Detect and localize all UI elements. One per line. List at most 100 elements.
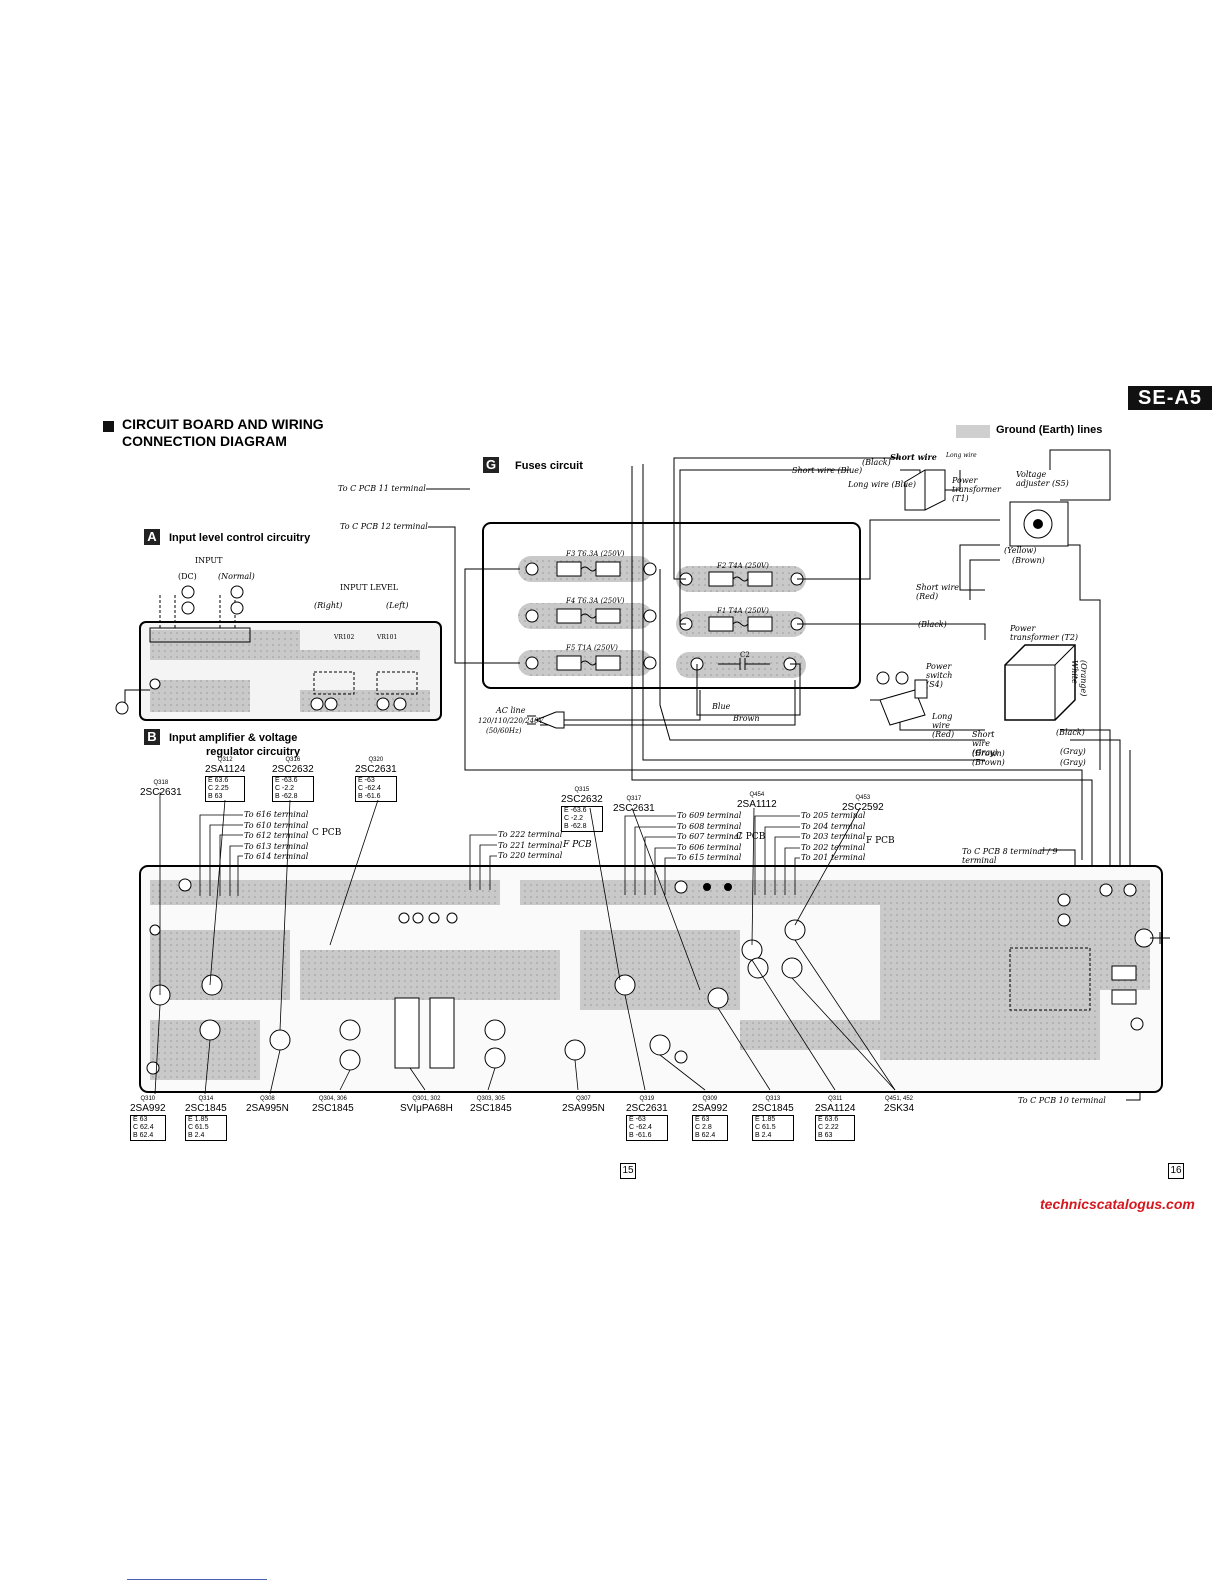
footer-divider	[127, 1579, 267, 1580]
orange-white-label: (Orange) White	[1070, 660, 1088, 697]
short-wire-label: Short wire	[890, 452, 937, 462]
ground-legend-swatch	[956, 425, 990, 438]
section-a-label: Input level control circuitry	[169, 532, 311, 544]
short-wire-red-label: Short wire (Red)	[916, 583, 959, 601]
dc-label: (DC)	[178, 572, 197, 581]
terminal-label: To 608 terminal	[677, 821, 742, 831]
terminal-group-4-pcb: F PCB	[866, 836, 895, 846]
vr101-label: VR101	[377, 634, 398, 641]
terminal-label: To 610 terminal	[244, 820, 309, 830]
power-transformer-t2	[1004, 644, 1076, 721]
to-c-pcb-8-9: To C PCB 8 terminal / 9 terminal	[962, 847, 1058, 865]
terminal-label: To 616 terminal	[244, 810, 309, 819]
power-transformer-t1-label: Power transformer (T1)	[952, 476, 1001, 503]
fuse-f2-label: F2 T4A (250V)	[717, 562, 769, 570]
terminal-label: To 203 terminal	[801, 832, 866, 841]
terminal-label: To 615 terminal	[677, 853, 742, 862]
brown-wire-label-2: (Brown)	[972, 749, 1005, 758]
vr102-label: VR102	[334, 634, 355, 641]
page-number-left: 15	[620, 1163, 636, 1179]
brown-wire-label-adj: (Brown)	[1012, 556, 1045, 565]
brown-wire-label: Brown	[733, 714, 760, 723]
terminal-label: To 607 terminal	[677, 832, 742, 841]
section-g-label: Fuses circuit	[515, 460, 583, 472]
to-c-pcb-11: To C PCB 11 terminal	[338, 484, 426, 493]
voltage-adjuster-label: Voltage adjuster (S5)	[1016, 470, 1069, 488]
section-b-label: Input amplifier & voltage	[169, 732, 298, 744]
power-transformer-t1	[904, 469, 946, 511]
model-badge: SE-A5	[1128, 386, 1212, 410]
gray-wire-label-2: (Gray)	[1060, 758, 1086, 767]
ground-legend-label: Ground (Earth) lines	[996, 424, 1103, 436]
terminal-group-3-pcb: C PCB	[736, 832, 766, 842]
title-bullet-icon	[103, 421, 114, 432]
terminal-group-4: To 205 terminal To 204 terminal To 203 t…	[801, 811, 865, 864]
fuse-f4-label: F4 T6.3A (250V)	[566, 597, 625, 605]
power-switch-label: Power switch (S4)	[926, 662, 953, 689]
black-wire-label-2: (Black)	[918, 620, 947, 629]
ac-line-label: AC line	[496, 706, 526, 715]
input-label: INPUT	[195, 556, 223, 565]
input-level-board	[115, 585, 442, 721]
ac-freq-label: (50/60Hz)	[486, 727, 522, 735]
terminal-label: To 201 terminal	[801, 853, 866, 862]
ac-voltage-label: 120/110/220/240V	[478, 717, 544, 725]
c2-label: C2	[740, 651, 750, 659]
terminal-label: To 221 terminal	[498, 840, 563, 850]
to-c-pcb-12: To C PCB 12 terminal	[340, 522, 428, 531]
short-wire-gray-label: Short wire (Gray)	[972, 730, 998, 757]
fuse-f1-label: F1 T4A (250V)	[717, 607, 769, 615]
fuse-f5-label: F5 T1A (250V)	[566, 644, 618, 652]
voltage-adjuster	[1009, 501, 1069, 547]
terminal-label: To 613 terminal	[244, 841, 309, 851]
power-transformer-t2-label: Power transformer (T2)	[1010, 624, 1079, 642]
terminal-label: To 609 terminal	[677, 811, 742, 820]
section-g-badge: G	[483, 457, 499, 473]
brown-wire-label-3: (Brown)	[972, 758, 1005, 767]
terminal-label: To 204 terminal	[801, 821, 866, 831]
yellow-wire-label: (Yellow)	[1004, 546, 1037, 555]
to-c-pcb-10: To C PCB 10 terminal	[1018, 1096, 1106, 1105]
fuses-board	[482, 522, 861, 689]
terminal-group-1: To 616 terminal To 610 terminal To 612 t…	[244, 810, 308, 863]
terminal-group-1-pcb: C PCB	[312, 828, 342, 838]
black-wire-label: (Black)	[862, 458, 891, 467]
terminal-label: To 202 terminal	[801, 842, 866, 852]
section-a-badge: A	[144, 529, 160, 545]
terminal-label: To 606 terminal	[677, 842, 742, 852]
blue-wire-label: Blue	[712, 702, 731, 711]
left-label: (Left)	[386, 601, 409, 610]
right-label: (Right)	[314, 601, 343, 610]
long-wire-red-label: Long wire (Red)	[932, 712, 955, 739]
gray-wire-label-1: (Gray)	[1060, 747, 1086, 756]
terminal-label: To 612 terminal	[244, 831, 309, 840]
terminal-group-2: To 222 terminal To 221 terminal To 220 t…	[498, 830, 562, 862]
amplifier-board	[139, 865, 1170, 1093]
terminal-label: To 220 terminal	[498, 851, 563, 860]
page-number-right: 16	[1168, 1163, 1184, 1179]
section-b-badge: B	[144, 729, 160, 745]
terminal-group-2-pcb: F PCB	[563, 840, 592, 850]
watermark-link[interactable]: technicscatalogus.com	[1040, 1196, 1195, 1212]
